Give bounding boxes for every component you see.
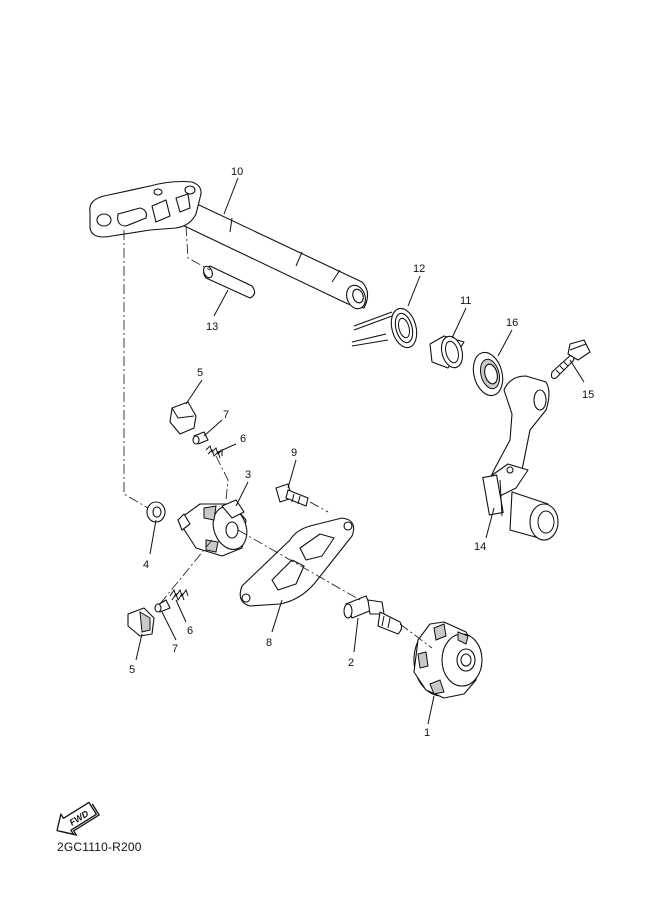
assembly-lines — [123, 225, 433, 649]
leader-lines — [135, 177, 585, 725]
callout-4: 4 — [143, 559, 149, 571]
callout-12: 12 — [413, 263, 425, 275]
callout-8: 8 — [266, 637, 272, 649]
pin-7-lower — [154, 599, 171, 613]
segment — [177, 499, 248, 557]
segment-plate — [239, 517, 355, 607]
callout-11: 11 — [460, 295, 471, 307]
spring-6-upper — [205, 445, 223, 459]
callout-5-upper: 5 — [197, 367, 203, 379]
callout-1: 1 — [424, 727, 430, 739]
callout-2: 2 — [348, 657, 354, 669]
callout-10: 10 — [231, 166, 243, 178]
collar — [429, 335, 465, 369]
spring-6-lower — [169, 588, 189, 602]
torsion-spring — [351, 307, 418, 349]
shift-pedal — [482, 375, 559, 541]
callout-13: 13 — [206, 321, 218, 333]
bolt-9 — [275, 483, 309, 507]
bolt-15 — [550, 339, 591, 379]
callout-5-lower: 5 — [129, 664, 135, 676]
callout-6-lower: 6 — [187, 625, 193, 637]
callout-3: 3 — [245, 469, 251, 481]
stopper-upper — [169, 401, 197, 435]
bolt-2 — [343, 595, 403, 635]
callout-16: 16 — [506, 317, 518, 329]
callout-7-lower: 7 — [172, 643, 178, 655]
callout-7-upper: 7 — [223, 409, 229, 421]
callout-6-upper: 6 — [240, 433, 246, 445]
callout-labels: 10 12 11 16 15 13 5 7 6 9 3 4 14 8 6 2 7… — [129, 166, 594, 739]
pin — [203, 265, 256, 299]
oil-seal — [472, 351, 504, 397]
shift-cam — [413, 621, 483, 699]
fwd-arrow-icon: FWD — [56, 801, 101, 837]
callout-14: 14 — [474, 541, 486, 553]
callout-15: 15 — [582, 389, 594, 401]
stopper-lower — [127, 607, 155, 637]
diagram-reference-code: 2GC1110-R200 — [57, 840, 142, 854]
shift-shaft — [89, 180, 369, 310]
callout-9: 9 — [291, 447, 297, 459]
washer — [146, 501, 166, 523]
